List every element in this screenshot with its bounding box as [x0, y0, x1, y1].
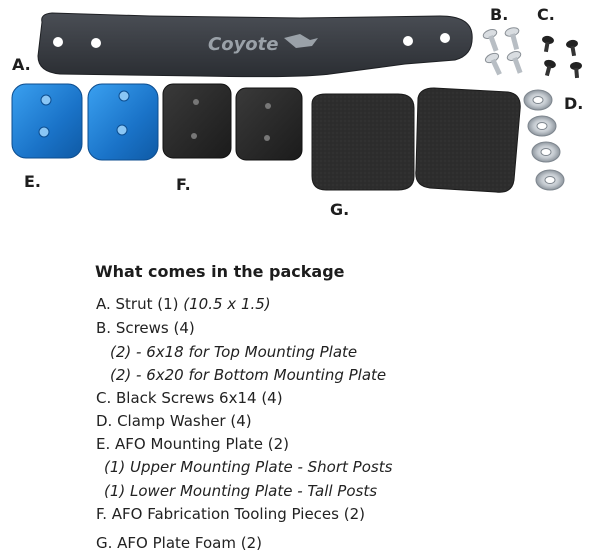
label-g: G. — [330, 200, 350, 219]
coyote-logo-icon — [284, 34, 318, 48]
tooling-pieces — [162, 83, 303, 161]
label-f: F. — [176, 175, 191, 194]
list-item-tooling-pieces: F. AFO Fabrication Tooling Pieces (2) — [96, 505, 365, 523]
label-d: D. — [564, 94, 584, 113]
list-item-clamp-washer: D. Clamp Washer (4) — [96, 412, 252, 430]
package-contents: What comes in the package A. Strut (1) (… — [0, 255, 600, 560]
list-item-screws: B. Screws (4) — [96, 319, 195, 337]
black-screws — [542, 35, 582, 79]
list-subitem-bottom-screws: (2) - 6x20 for Bottom Mounting Plate — [110, 366, 387, 384]
blue-mounting-plates — [11, 83, 159, 161]
strut: Coyote — [37, 12, 473, 78]
product-illustration: Coyote — [11, 12, 582, 193]
logo-text: Coyote — [208, 34, 279, 55]
list-subitem-lower-plate: (1) Lower Mounting Plate - Tall Posts — [104, 482, 378, 500]
list-item-mounting-plate: E. AFO Mounting Plate (2) — [96, 435, 289, 453]
foam-pads — [311, 87, 521, 193]
silver-screws — [482, 27, 523, 76]
product-photo: Coyote — [0, 0, 600, 240]
list-subitem-top-screws: (2) - 6x18 for Top Mounting Plate — [110, 343, 358, 361]
clamp-washers — [523, 89, 565, 191]
label-c: C. — [537, 5, 555, 24]
list-item-plate-foam: G. AFO Plate Foam (2) — [96, 534, 262, 552]
list-item-strut: A. Strut (1) (10.5 x 1.5) — [96, 295, 271, 313]
list-subitem-upper-plate: (1) Upper Mounting Plate - Short Posts — [104, 458, 393, 476]
package-heading: What comes in the package — [95, 262, 345, 281]
label-b: B. — [490, 5, 509, 24]
list-item-black-screws: C. Black Screws 6x14 (4) — [96, 389, 283, 407]
label-a: A. — [12, 55, 31, 74]
label-e: E. — [24, 172, 42, 191]
